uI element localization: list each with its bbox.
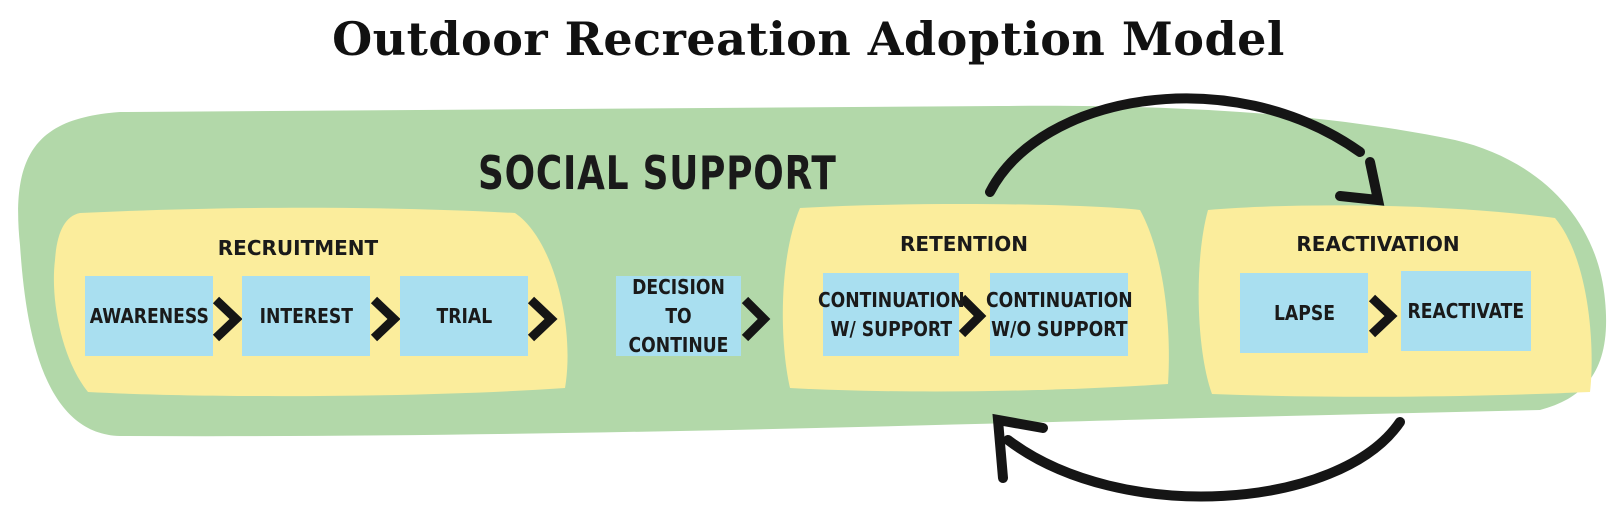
chevron-icon xyxy=(958,294,987,338)
chevron-icon xyxy=(370,296,401,342)
diagram-title: Outdoor Recreation Adoption Model xyxy=(332,12,1285,66)
group-label-recruitment: RECRUITMENT xyxy=(217,236,379,260)
cycle-arrow-top xyxy=(985,93,1385,206)
chevron-icon xyxy=(1368,294,1398,338)
cycle-arrow-bottom xyxy=(992,413,1405,502)
social-support-label: SOCIAL SUPPORT xyxy=(478,146,837,200)
step-awareness: AWARENESS xyxy=(85,276,213,356)
step-continuation-without-support: CONTINUATION W/O SUPPORT xyxy=(986,273,1132,356)
chevron-icon xyxy=(212,296,243,342)
step-trial: TRIAL xyxy=(400,276,528,356)
step-reactivate: REACTIVATE xyxy=(1401,271,1531,351)
chevron-icon xyxy=(527,296,558,342)
step-lapse: LAPSE xyxy=(1240,273,1368,353)
step-interest: INTEREST xyxy=(242,276,370,356)
group-label-reactivation: REACTIVATION xyxy=(1296,232,1460,256)
step-continuation-with-support: CONTINUATION W/ SUPPORT xyxy=(818,273,964,356)
step-decision-to-continue: DECISION TO CONTINUE xyxy=(616,275,741,357)
group-label-retention: RETENTION xyxy=(900,232,1028,256)
chevron-icon xyxy=(741,296,771,342)
